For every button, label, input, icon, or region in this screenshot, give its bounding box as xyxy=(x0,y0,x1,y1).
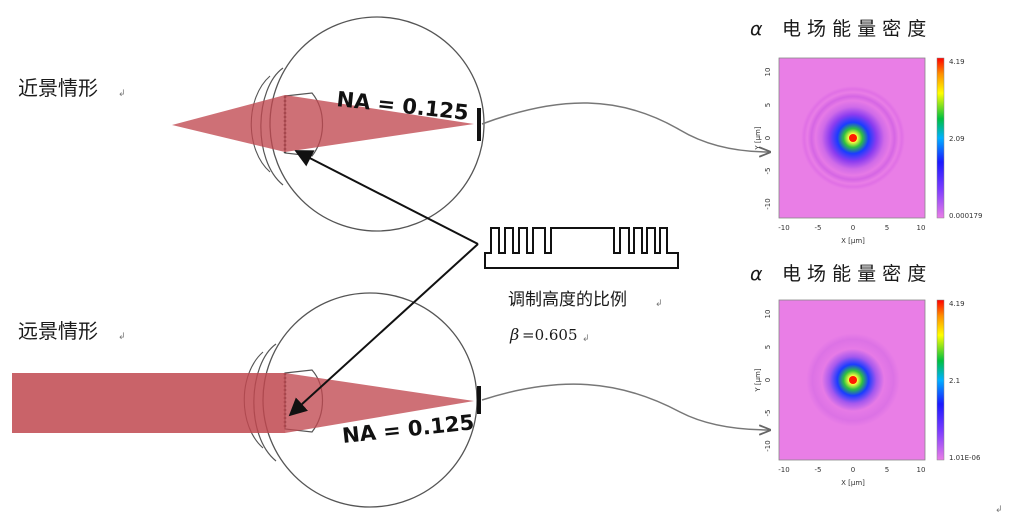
top-light-cone xyxy=(172,95,474,152)
top-x-ticks: -10 -5 0 5 10 xyxy=(778,224,925,232)
top-cbar-min: 0.000179 xyxy=(949,212,982,220)
bottom-plot-alpha: α xyxy=(750,263,763,285)
bottom-cbar-mid: 2.1 xyxy=(949,377,960,385)
top-eye: NA = 0.125 xyxy=(172,16,485,232)
bottom-psf-peak xyxy=(849,376,857,384)
paragraph-mark-icon: ↲ xyxy=(655,299,663,309)
tick-label: -10 xyxy=(778,224,789,232)
bottom-colorbar xyxy=(936,299,945,461)
tick-label: 0 xyxy=(764,378,772,382)
bottom-field-plot: α 电 场 能 量 密 度 4.19 2.1 1.01E-06 -10 -5 0… xyxy=(750,263,981,487)
tick-label: -5 xyxy=(764,168,772,175)
tick-label: -5 xyxy=(815,466,822,474)
top-psf-peak xyxy=(849,134,857,142)
bottom-cbar-min: 1.01E-06 xyxy=(949,454,981,462)
tick-label: 5 xyxy=(764,345,772,349)
near-scene-label: 近景情形 ↲ xyxy=(18,76,126,100)
far-scene-text: 远景情形 xyxy=(18,319,98,343)
paragraph-mark-icon: ↲ xyxy=(582,334,590,344)
bottom-eye: NA = 0.125 xyxy=(12,292,481,508)
top-plot-alpha: α xyxy=(750,18,763,40)
connector-bottom xyxy=(481,383,770,430)
bottom-xlabel: X [μm] xyxy=(841,479,865,487)
paragraph-mark-icon: ↲ xyxy=(118,89,126,99)
top-cbar-mid: 2.09 xyxy=(949,135,965,143)
tick-label: -5 xyxy=(815,224,822,232)
arrow-to-bottom-lens xyxy=(288,243,479,417)
bottom-x-ticks: -10 -5 0 5 10 xyxy=(778,466,925,474)
arrow-to-top-lens xyxy=(294,150,479,245)
tick-label: -10 xyxy=(764,198,772,209)
top-y-ticks: 10 5 0 -5 -10 xyxy=(764,68,772,210)
tick-label: -10 xyxy=(764,440,772,451)
bottom-parallel-beam xyxy=(12,373,285,433)
grating-profile xyxy=(484,227,679,269)
beta-value: =0.605 xyxy=(522,326,578,344)
tick-label: 5 xyxy=(885,466,889,474)
tick-label: 10 xyxy=(917,224,926,232)
beta-symbol: β xyxy=(509,325,519,344)
tick-label: 10 xyxy=(764,310,772,319)
grating-outline xyxy=(484,227,679,269)
top-plot-title: 电 场 能 量 密 度 xyxy=(782,18,926,40)
bottom-plot-title: 电 场 能 量 密 度 xyxy=(782,263,926,285)
top-cbar-max: 4.19 xyxy=(949,58,965,66)
top-xlabel: X [μm] xyxy=(841,237,865,245)
bottom-light-cone xyxy=(285,373,474,433)
tick-label: -5 xyxy=(764,410,772,417)
bottom-ylabel: Y [μm] xyxy=(754,368,762,393)
tick-label: 5 xyxy=(885,224,889,232)
tick-label: 0 xyxy=(851,466,855,474)
paragraph-mark-icon: ↲ xyxy=(995,505,1003,515)
tick-label: -10 xyxy=(778,466,789,474)
tick-label: 0 xyxy=(764,136,772,140)
tick-label: 10 xyxy=(764,68,772,77)
tick-label: 5 xyxy=(764,103,772,107)
bottom-cbar-max: 4.19 xyxy=(949,300,965,308)
far-scene-label: 远景情形 ↲ xyxy=(18,319,126,343)
tick-label: 10 xyxy=(917,466,926,474)
near-scene-text: 近景情形 xyxy=(18,76,98,100)
modulation-caption: 调制高度的比例 xyxy=(508,290,627,310)
top-ylabel: Y [μm] xyxy=(754,126,762,151)
tick-label: 0 xyxy=(851,224,855,232)
paragraph-mark-icon: ↲ xyxy=(118,332,126,342)
bottom-y-ticks: 10 5 0 -5 -10 xyxy=(764,310,772,452)
top-colorbar xyxy=(936,57,945,219)
top-field-plot: α 电 场 能 量 密 度 4.19 2.09 0.000179 -10 -5 … xyxy=(750,18,982,245)
connector-top xyxy=(481,102,770,152)
